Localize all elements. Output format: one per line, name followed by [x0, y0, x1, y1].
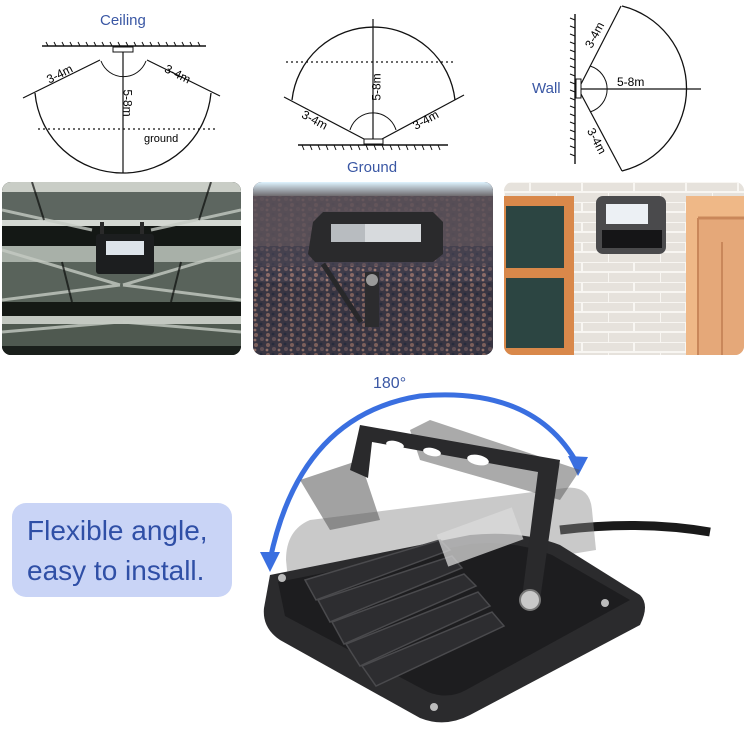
brick-wall-photo-icon [504, 182, 744, 355]
wall-title: Wall [532, 80, 561, 97]
wall-beam-diagram-icon [569, 5, 701, 172]
ceiling-ground-label: ground [144, 133, 179, 145]
rotation-arrow-icon [267, 392, 581, 561]
ceiling-title: Ceiling [100, 12, 146, 29]
wall-install-photo [504, 182, 744, 355]
ground-height-label: 5-8m [369, 73, 384, 101]
ground-diagram: 3-4m 3-4m 5-8m Ground [270, 0, 490, 180]
floodlight-product-image [260, 392, 711, 723]
ceiling-beam-diagram-icon [22, 41, 221, 174]
ground-beam-diagram-icon [283, 19, 465, 151]
wall-diagram: Wall 3-4m 5-8m 3-4m [520, 0, 750, 180]
callout-line-2: easy to install. [27, 555, 205, 586]
feature-callout: Flexible angle, easy to install. [12, 503, 232, 597]
ground-install-photo [253, 182, 493, 355]
truss-roof-photo-icon [2, 182, 241, 355]
wall-reach-label: 5-8m [617, 75, 645, 89]
ground-title: Ground [347, 159, 398, 176]
ceiling-install-photo [2, 182, 241, 355]
callout-line-1: Flexible angle, [27, 515, 208, 546]
gravel-ground-photo-icon [253, 182, 493, 355]
rotation-angle-label: 180° [373, 375, 407, 392]
ceiling-height-label: 5-8m [120, 89, 135, 117]
ceiling-diagram: Ceiling 3-4m 3-4m 5-8m ground [0, 0, 250, 175]
